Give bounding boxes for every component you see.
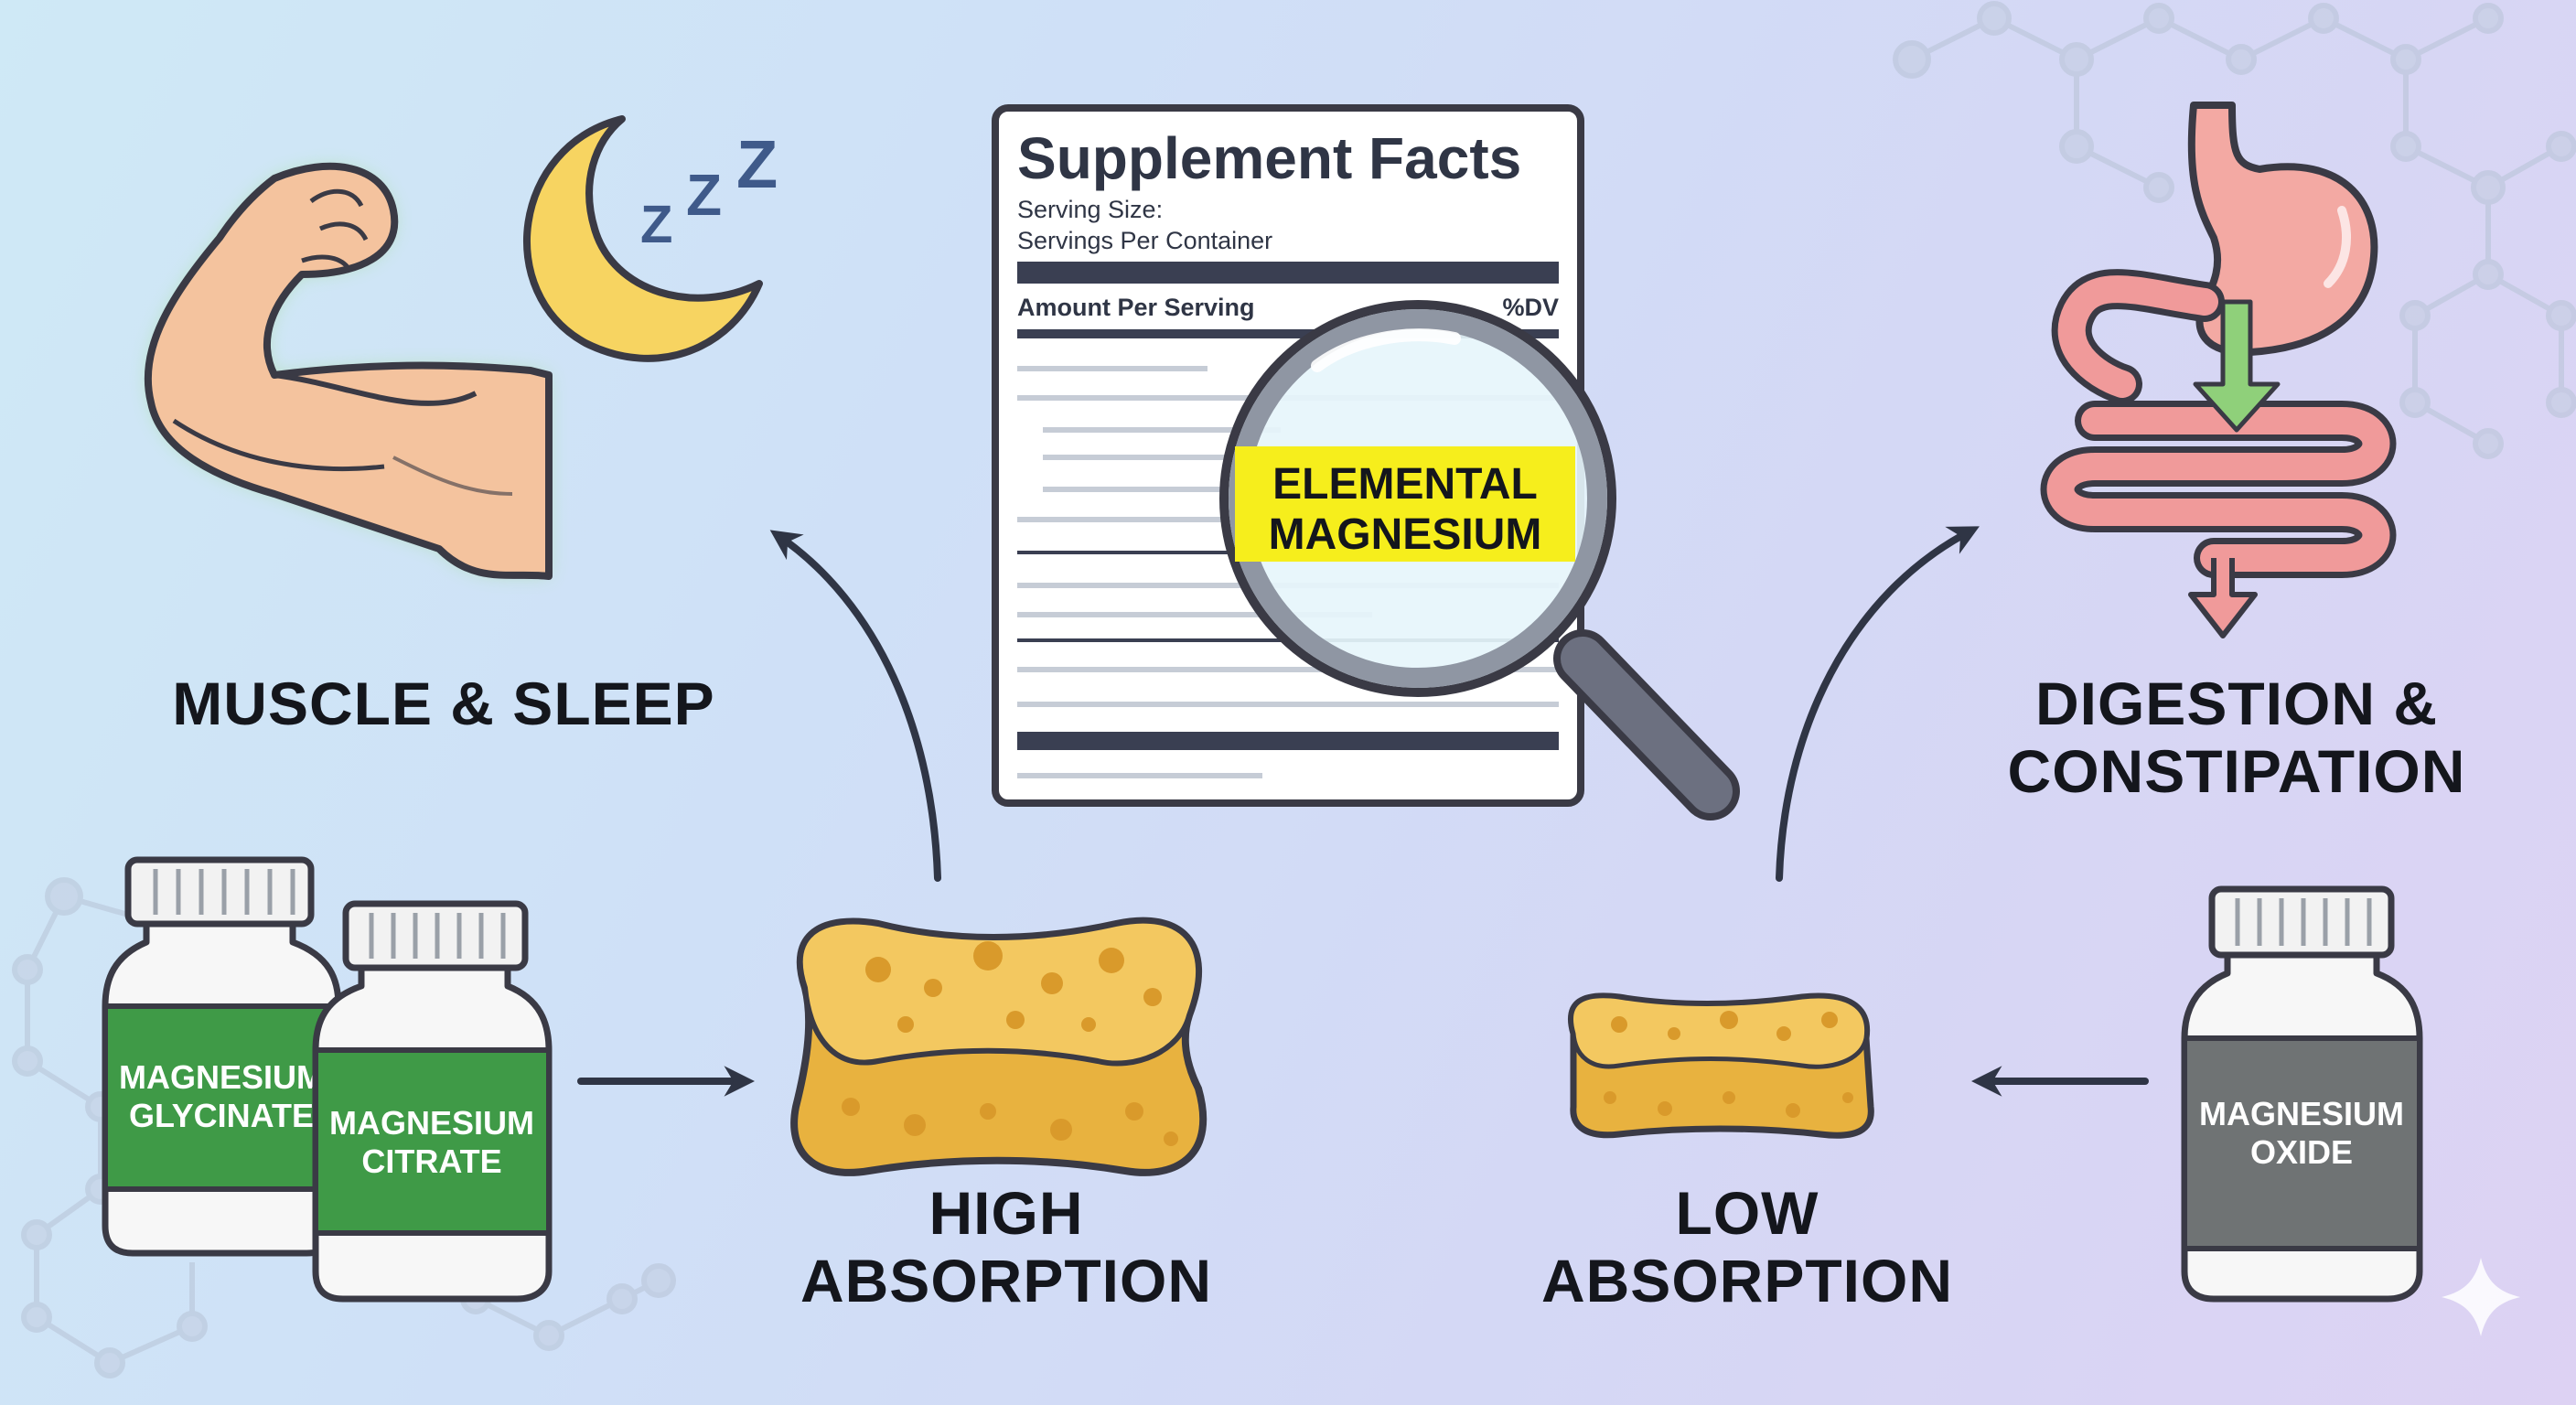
sponge-icon (1568, 992, 1874, 1139)
moon-icon (523, 115, 763, 362)
magnesium-citrate-bottle: MAGNESIUM CITRATE (312, 900, 553, 1303)
magnesium-oxide-bottle: MAGNESIUM OXIDE (2181, 885, 2423, 1303)
percent-dv: %DV (1502, 294, 1559, 321)
magnesium-glycinate-bottle: MAGNESIUM GLYCINATE (102, 856, 342, 1257)
sponge-icon (790, 917, 1208, 1176)
svg-text:Z: Z (686, 162, 722, 228)
svg-text:OXIDE: OXIDE (2250, 1133, 2353, 1171)
molecule-icon (1893, 1, 2576, 459)
sparkle-icon (2442, 1258, 2520, 1336)
label-title: Supplement Facts (1017, 125, 1521, 191)
arrow-high-to-muscle (769, 530, 941, 882)
molecule-icon (12, 877, 676, 1378)
digestion-caption: DIGESTION & CONSTIPATION (2007, 670, 2466, 805)
flow-arrows (577, 526, 2149, 1097)
svg-text:MAGNESIUM: MAGNESIUM (1269, 510, 1542, 559)
servings-per-container: Servings Per Container (1017, 227, 1272, 254)
elemental-magnesium-highlight: ELEMENTAL MAGNESIUM (1235, 446, 1575, 562)
serving-size: Serving Size: (1017, 196, 1163, 223)
svg-text:MAGNESIUM: MAGNESIUM (329, 1104, 534, 1142)
svg-text:Z: Z (736, 126, 778, 202)
svg-text:ELEMENTAL: ELEMENTAL (1272, 460, 1538, 509)
stomach-intestine-icon (2040, 102, 2397, 638)
low-absorption-caption: LOW ABSORPTION (1540, 1179, 1954, 1314)
svg-text:CITRATE: CITRATE (361, 1142, 501, 1180)
high-absorption-caption: HIGH ABSORPTION (800, 1179, 1213, 1314)
arrow-low-to-digestion (1776, 526, 1980, 882)
amount-per-serving: Amount Per Serving (1017, 294, 1255, 321)
svg-text:MAGNESIUM: MAGNESIUM (2199, 1095, 2404, 1132)
flexed-arm-icon (144, 162, 553, 580)
muscle-sleep-caption: MUSCLE & SLEEP (172, 670, 715, 737)
svg-text:MAGNESIUM: MAGNESIUM (119, 1058, 324, 1096)
sleep-z-icon: Z Z Z (640, 126, 778, 254)
svg-text:Z: Z (640, 195, 672, 254)
svg-text:GLYCINATE: GLYCINATE (129, 1097, 314, 1134)
